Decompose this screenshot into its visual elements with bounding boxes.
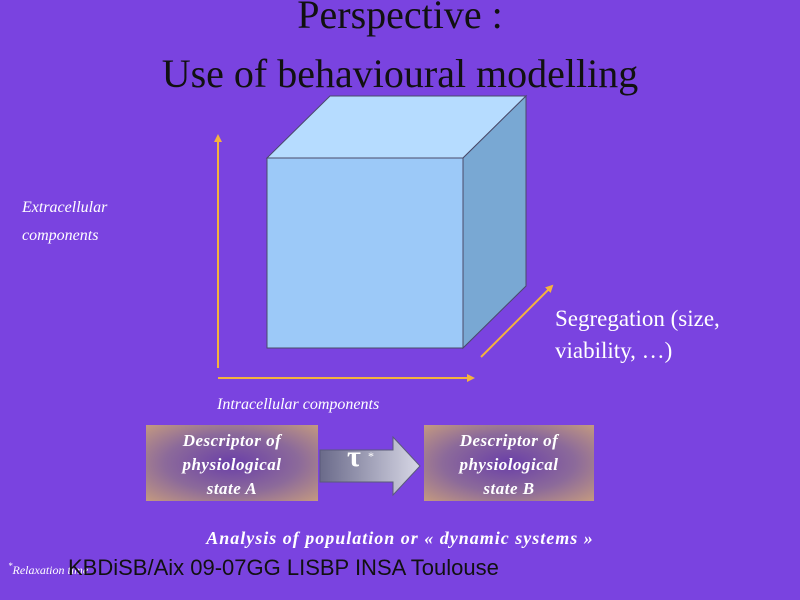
tau-asterisk: *	[368, 449, 374, 463]
z-axis-arrow	[480, 284, 554, 358]
descriptor-b-line-2: physiological	[459, 455, 559, 474]
descriptor-state-b-box: Descriptor of physiological state B	[424, 425, 594, 501]
descriptor-state-a-box: Descriptor of physiological state A	[146, 425, 318, 501]
footer-credit: KBDiSB/Aix 09-07GG LISBP INSA Toulouse	[68, 555, 499, 580]
cube-front-face	[266, 157, 464, 349]
footnote-marker: *	[8, 561, 13, 571]
y-axis-label: Extracellular components	[22, 199, 108, 244]
descriptor-a-line-1: Descriptor of	[182, 431, 282, 450]
descriptor-b-line-3: state B	[483, 479, 535, 498]
descriptor-a-line-2: physiological	[182, 455, 282, 474]
tau-symbol: τ	[347, 440, 361, 473]
footnote-text: Relaxation time	[12, 563, 89, 577]
relaxation-time-footnote: *Relaxation time	[8, 558, 88, 578]
slide-title-line-2: Use of behavioural modelling	[161, 51, 639, 96]
descriptor-a-line-3: state A	[206, 479, 258, 498]
x-axis-label: Intracellular components	[217, 396, 380, 413]
slide-title-line-1: Perspective :	[297, 0, 503, 37]
descriptor-b-line-1: Descriptor of	[459, 431, 559, 450]
transition-arrow	[319, 435, 421, 497]
analysis-caption: Analysis of population or « dynamic syst…	[206, 528, 594, 548]
z-axis-label: Segregation (size, viability, …)	[555, 306, 720, 363]
